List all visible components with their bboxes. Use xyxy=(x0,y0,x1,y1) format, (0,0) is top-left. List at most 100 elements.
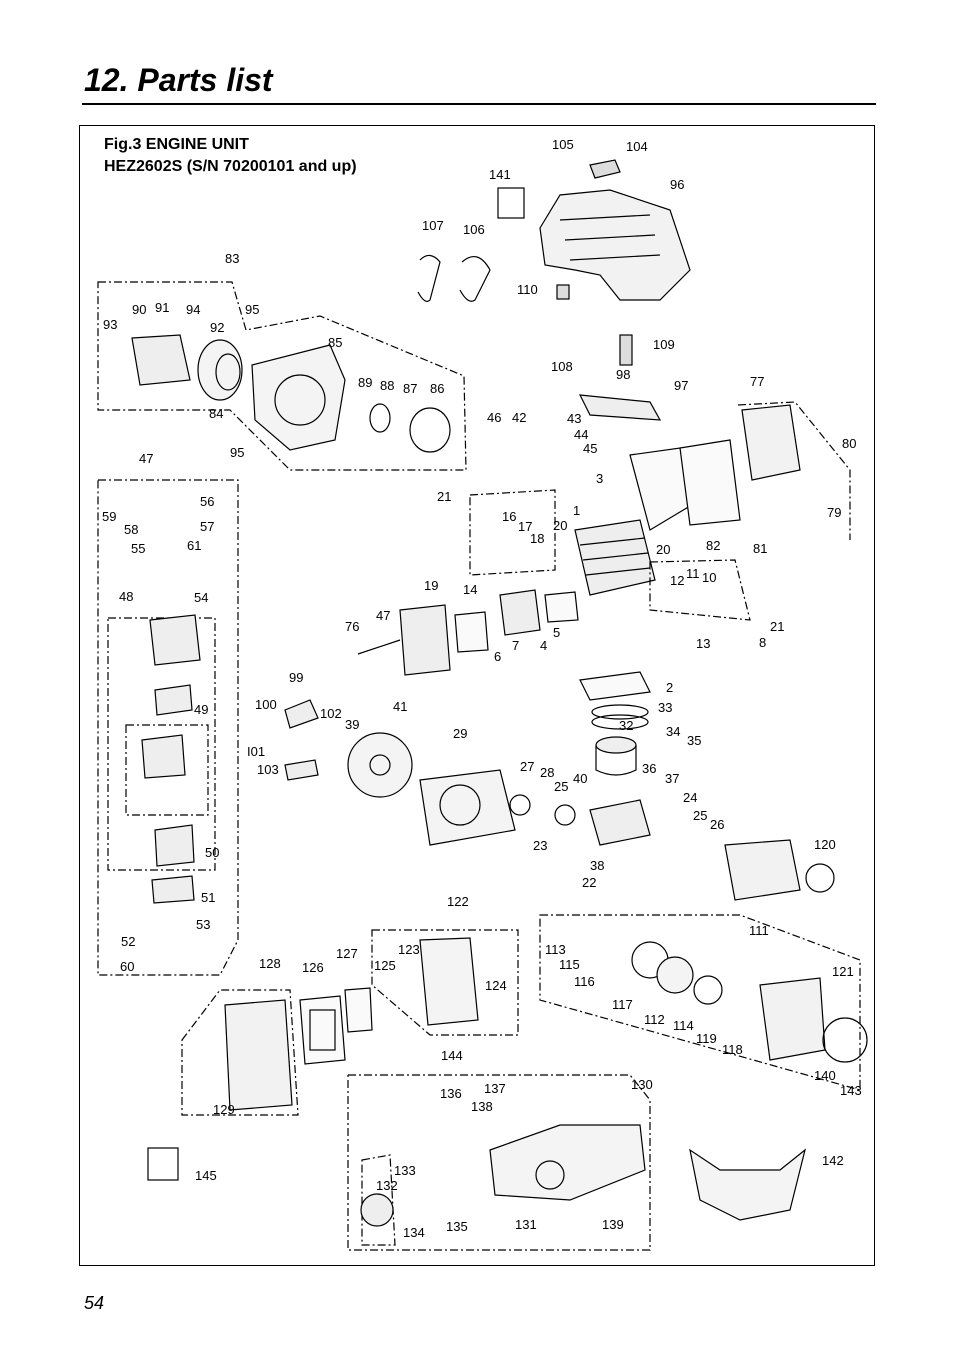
part-number-label: 130 xyxy=(631,1077,653,1092)
part-number-label: 139 xyxy=(602,1217,624,1232)
part-number-label: 105 xyxy=(552,137,574,152)
part-number-label: 77 xyxy=(750,374,764,389)
part-number-label: 131 xyxy=(515,1217,537,1232)
part-number-label: 40 xyxy=(573,771,587,786)
part-number-label: 32 xyxy=(619,718,633,733)
part-number-label: 91 xyxy=(155,300,169,315)
part-number-label: 85 xyxy=(328,335,342,350)
figure-subcaption: HEZ2602S (S/N 70200101 and up) xyxy=(104,158,357,175)
part-number-label: 35 xyxy=(687,733,701,748)
part-number-label: 142 xyxy=(822,1153,844,1168)
part-number-label: 107 xyxy=(422,218,444,233)
part-number-label: 129 xyxy=(213,1102,235,1117)
part-number-label: 36 xyxy=(642,761,656,776)
part-number-label: 14 xyxy=(463,582,477,597)
part-number-label: 25 xyxy=(554,779,568,794)
part-number-label: 44 xyxy=(574,427,588,442)
part-number-label: 6 xyxy=(494,649,501,664)
part-number-label: 12 xyxy=(670,573,684,588)
part-number-label: 103 xyxy=(257,762,279,777)
part-number-label: 95 xyxy=(230,445,244,460)
part-number-label: 108 xyxy=(551,359,573,374)
part-number-label: 112 xyxy=(644,1012,665,1027)
part-number-label: 82 xyxy=(706,538,720,553)
part-number-label: 39 xyxy=(345,717,359,732)
part-number-label: 24 xyxy=(683,790,697,805)
part-number-label: 52 xyxy=(121,934,135,949)
part-number-label: 1 xyxy=(573,503,580,518)
part-number-label: 47 xyxy=(139,451,153,466)
part-number-label: 93 xyxy=(103,317,117,332)
part-number-label: 25 xyxy=(693,808,707,823)
part-number-label: 38 xyxy=(590,858,604,873)
part-number-label: 19 xyxy=(424,578,438,593)
part-number-label: 128 xyxy=(259,956,281,971)
part-number-label: 136 xyxy=(440,1086,462,1101)
part-number-label: 143 xyxy=(840,1083,862,1098)
part-number-label: 45 xyxy=(583,441,597,456)
part-number-label: 137 xyxy=(484,1081,506,1096)
part-number-label: 79 xyxy=(827,505,841,520)
part-number-label: 86 xyxy=(430,381,444,396)
part-number-label: 7 xyxy=(512,638,519,653)
part-number-label: 18 xyxy=(530,531,544,546)
part-number-label: 57 xyxy=(200,519,214,534)
part-number-label: I01 xyxy=(247,744,265,759)
part-number-label: 92 xyxy=(210,320,224,335)
title-rule xyxy=(82,103,876,105)
part-number-label: 109 xyxy=(653,337,675,352)
part-number-label: 95 xyxy=(245,302,259,317)
part-number-label: 119 xyxy=(696,1031,717,1046)
part-number-label: 43 xyxy=(567,411,581,426)
part-number-label: 33 xyxy=(658,700,672,715)
part-number-label: 89 xyxy=(358,375,372,390)
part-number-label: 34 xyxy=(666,724,680,739)
part-number-label: 118 xyxy=(722,1042,743,1057)
part-number-label: 47 xyxy=(376,608,390,623)
part-number-label: 144 xyxy=(441,1048,463,1063)
part-number-label: 50 xyxy=(205,845,219,860)
part-number-label: 145 xyxy=(195,1168,217,1183)
part-number-label: 59 xyxy=(102,509,116,524)
part-number-label: 126 xyxy=(302,960,324,975)
part-number-label: 141 xyxy=(489,167,511,182)
part-number-label: 55 xyxy=(131,541,145,556)
part-number-label: 102 xyxy=(320,706,342,721)
part-number-label: 133 xyxy=(394,1163,416,1178)
part-number-label: 83 xyxy=(225,251,239,266)
part-number-label: 2 xyxy=(666,680,673,695)
part-number-label: 58 xyxy=(124,522,138,537)
part-number-label: 49 xyxy=(194,702,208,717)
part-number-label: 125 xyxy=(374,958,396,973)
part-number-label: 37 xyxy=(665,771,679,786)
part-number-label: 106 xyxy=(463,222,485,237)
part-number-label: 20 xyxy=(553,518,567,533)
section-title: 12. Parts list xyxy=(84,62,273,98)
part-number-label: 97 xyxy=(674,378,688,393)
part-number-label: 54 xyxy=(194,590,208,605)
part-number-label: 138 xyxy=(471,1099,493,1114)
part-number-label: 80 xyxy=(842,436,856,451)
part-number-label: 5 xyxy=(553,625,560,640)
part-number-label: 46 xyxy=(487,410,501,425)
part-number-label: 76 xyxy=(345,619,359,634)
part-number-label: 8 xyxy=(759,635,766,650)
part-number-label: 41 xyxy=(393,699,407,714)
part-number-label: 115 xyxy=(559,957,580,972)
part-number-label: 123 xyxy=(398,942,420,957)
part-number-label: 96 xyxy=(670,177,684,192)
part-number-label: 29 xyxy=(453,726,467,741)
part-number-label: 21 xyxy=(770,619,784,634)
part-number-label: 99 xyxy=(289,670,303,685)
part-number-label: 124 xyxy=(485,978,507,993)
part-number-label: 104 xyxy=(626,139,648,154)
part-number-label: 28 xyxy=(540,765,554,780)
part-number-label: 48 xyxy=(119,589,133,604)
part-number-label: 98 xyxy=(616,367,630,382)
part-number-label: 17 xyxy=(518,519,532,534)
part-number-label: 22 xyxy=(582,875,596,890)
part-number-label: 81 xyxy=(753,541,767,556)
page-number: 54 xyxy=(84,1293,105,1313)
part-number-label: 100 xyxy=(255,697,277,712)
